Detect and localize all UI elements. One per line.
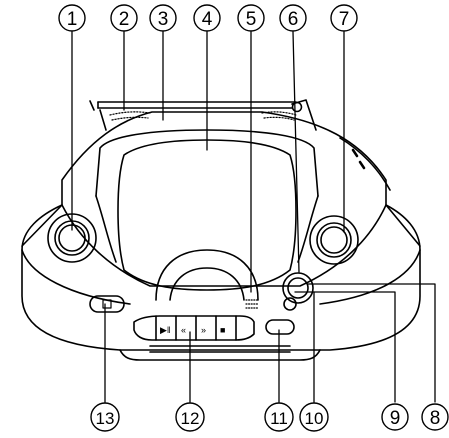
svg-text:»: » bbox=[201, 325, 206, 335]
right-speaker bbox=[309, 215, 359, 265]
callout-4: 4 bbox=[193, 4, 221, 32]
callout-13: 13 bbox=[90, 402, 120, 432]
callout-5: 5 bbox=[237, 4, 265, 32]
antenna-tip-icon bbox=[291, 101, 303, 113]
callout-11: 11 bbox=[264, 402, 294, 432]
left-speaker bbox=[47, 213, 97, 263]
svg-text:«: « bbox=[181, 325, 186, 335]
leader-lines bbox=[71, 31, 436, 403]
callout-2-label: 2 bbox=[119, 9, 130, 30]
callout-6: 6 bbox=[279, 4, 307, 32]
callout-13-label: 13 bbox=[96, 409, 115, 428]
callout-11-label: 11 bbox=[270, 409, 288, 428]
callout-1-label: 1 bbox=[67, 9, 78, 30]
callout-7: 7 bbox=[330, 4, 358, 32]
callout-3-label: 3 bbox=[158, 9, 169, 30]
svg-text:■: ■ bbox=[220, 325, 225, 335]
antenna bbox=[89, 99, 317, 131]
bottom-vents bbox=[119, 345, 321, 361]
callout-5-label: 5 bbox=[246, 9, 257, 30]
callout-12: 12 bbox=[175, 402, 205, 432]
callout-9: 9 bbox=[381, 403, 409, 431]
sensor-dots bbox=[245, 299, 259, 309]
play-mode-button[interactable] bbox=[265, 319, 295, 335]
callout-6-label: 6 bbox=[288, 9, 299, 30]
volume-knob[interactable] bbox=[283, 297, 297, 311]
callout-10: 10 bbox=[299, 402, 329, 432]
callout-3: 3 bbox=[149, 4, 177, 32]
callout-12-label: 12 bbox=[181, 409, 200, 428]
callout-8-label: 8 bbox=[430, 408, 441, 429]
callout-10-label: 10 bbox=[305, 409, 324, 428]
control-panel: ▶‖ « » ■ bbox=[133, 315, 255, 341]
callout-7-label: 7 bbox=[339, 9, 350, 30]
svg-text:▶‖: ▶‖ bbox=[160, 325, 171, 335]
tuning-knob[interactable] bbox=[282, 272, 314, 304]
boombox-body bbox=[21, 111, 421, 351]
cd-door-button[interactable] bbox=[89, 295, 125, 313]
callout-4-label: 4 bbox=[202, 9, 213, 30]
callout-2: 2 bbox=[110, 4, 138, 32]
callout-8: 8 bbox=[421, 403, 449, 431]
callout-9-label: 9 bbox=[390, 408, 401, 429]
cd-lid bbox=[95, 129, 319, 301]
callout-1: 1 bbox=[58, 4, 86, 32]
